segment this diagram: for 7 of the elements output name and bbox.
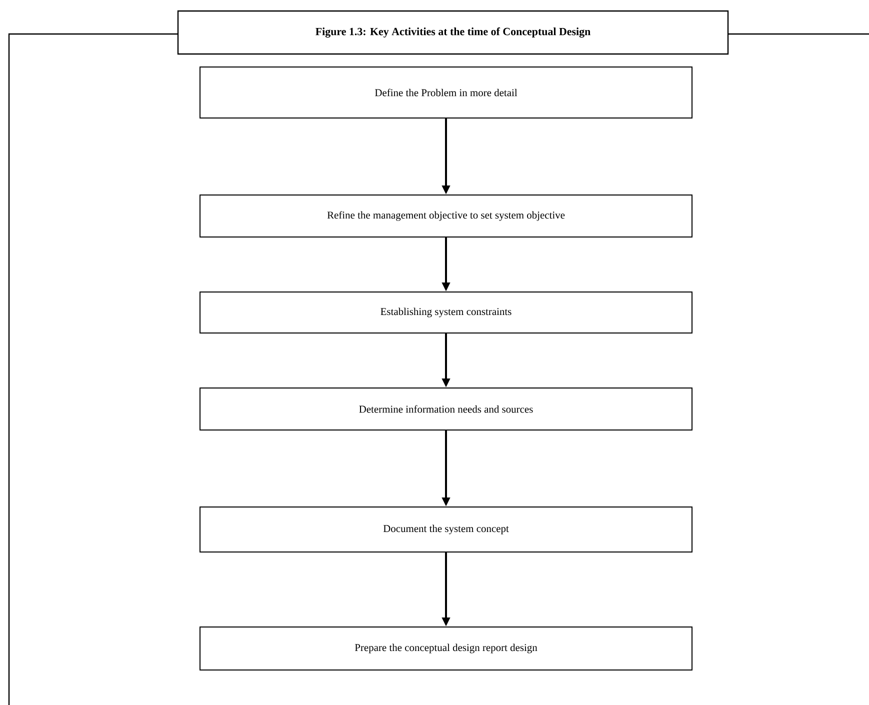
- process-box: Define the Problem in more detail: [200, 66, 692, 118]
- title-box: Figure 1.3: Key Activities at the time of Conceptual Design: [177, 10, 729, 55]
- process-box: Establishing system constraints: [200, 292, 692, 334]
- process-box: Document the system concept: [200, 506, 692, 552]
- process-box: Prepare the conceptual design report design: [200, 626, 692, 670]
- process-box: Refine the management objective to set system objective: [200, 194, 692, 238]
- process-box: Determine information needs and sources: [200, 388, 692, 430]
